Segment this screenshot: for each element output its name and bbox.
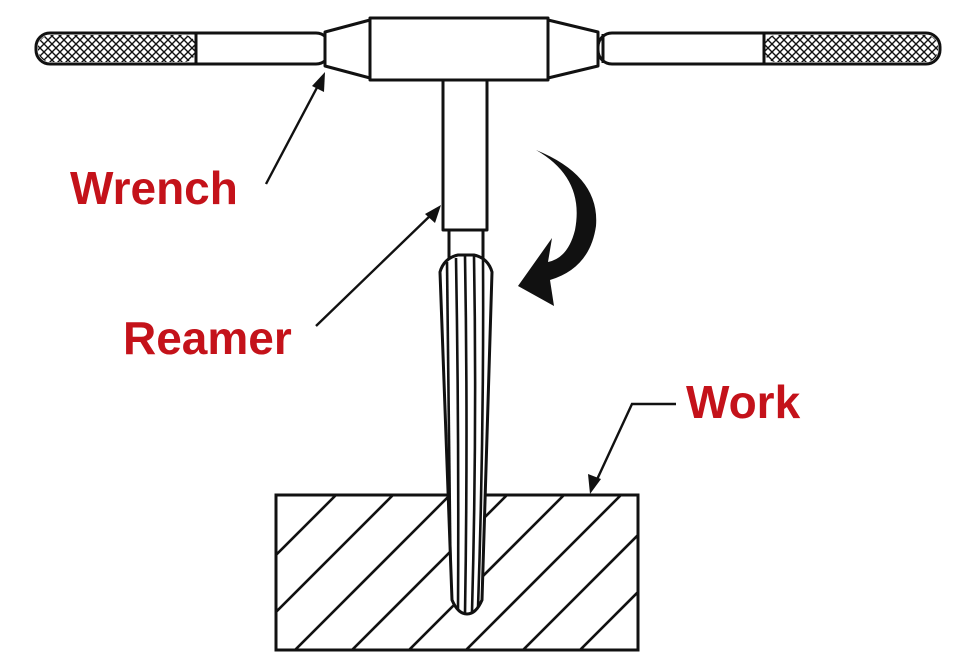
work-leader-line (592, 402, 676, 487)
reamer-label: Reamer (123, 312, 292, 364)
curved-rotation-arrow-icon (518, 150, 597, 306)
work-leader-arrowhead (588, 474, 601, 494)
wrench-left-knurled-grip (38, 35, 196, 62)
wrench (34, 16, 942, 262)
wrench-center-body (368, 16, 550, 82)
reamer-leader-line (315, 211, 435, 327)
wrench-leader-line (264, 79, 323, 185)
wrench-shank (441, 78, 489, 232)
wrench-right-knurled-grip (764, 35, 938, 62)
leader-lines (264, 72, 676, 494)
work-piece (274, 493, 640, 652)
wrench-leader-arrowhead (312, 72, 325, 92)
work-label: Work (686, 376, 801, 428)
wrench-left-collar (323, 18, 372, 80)
reamer-leader-arrowhead (425, 205, 441, 223)
reamer (438, 253, 494, 616)
reamer-flutes (445, 255, 485, 614)
wrench-right-collar (546, 18, 600, 80)
wrench-label: Wrench (70, 162, 238, 214)
